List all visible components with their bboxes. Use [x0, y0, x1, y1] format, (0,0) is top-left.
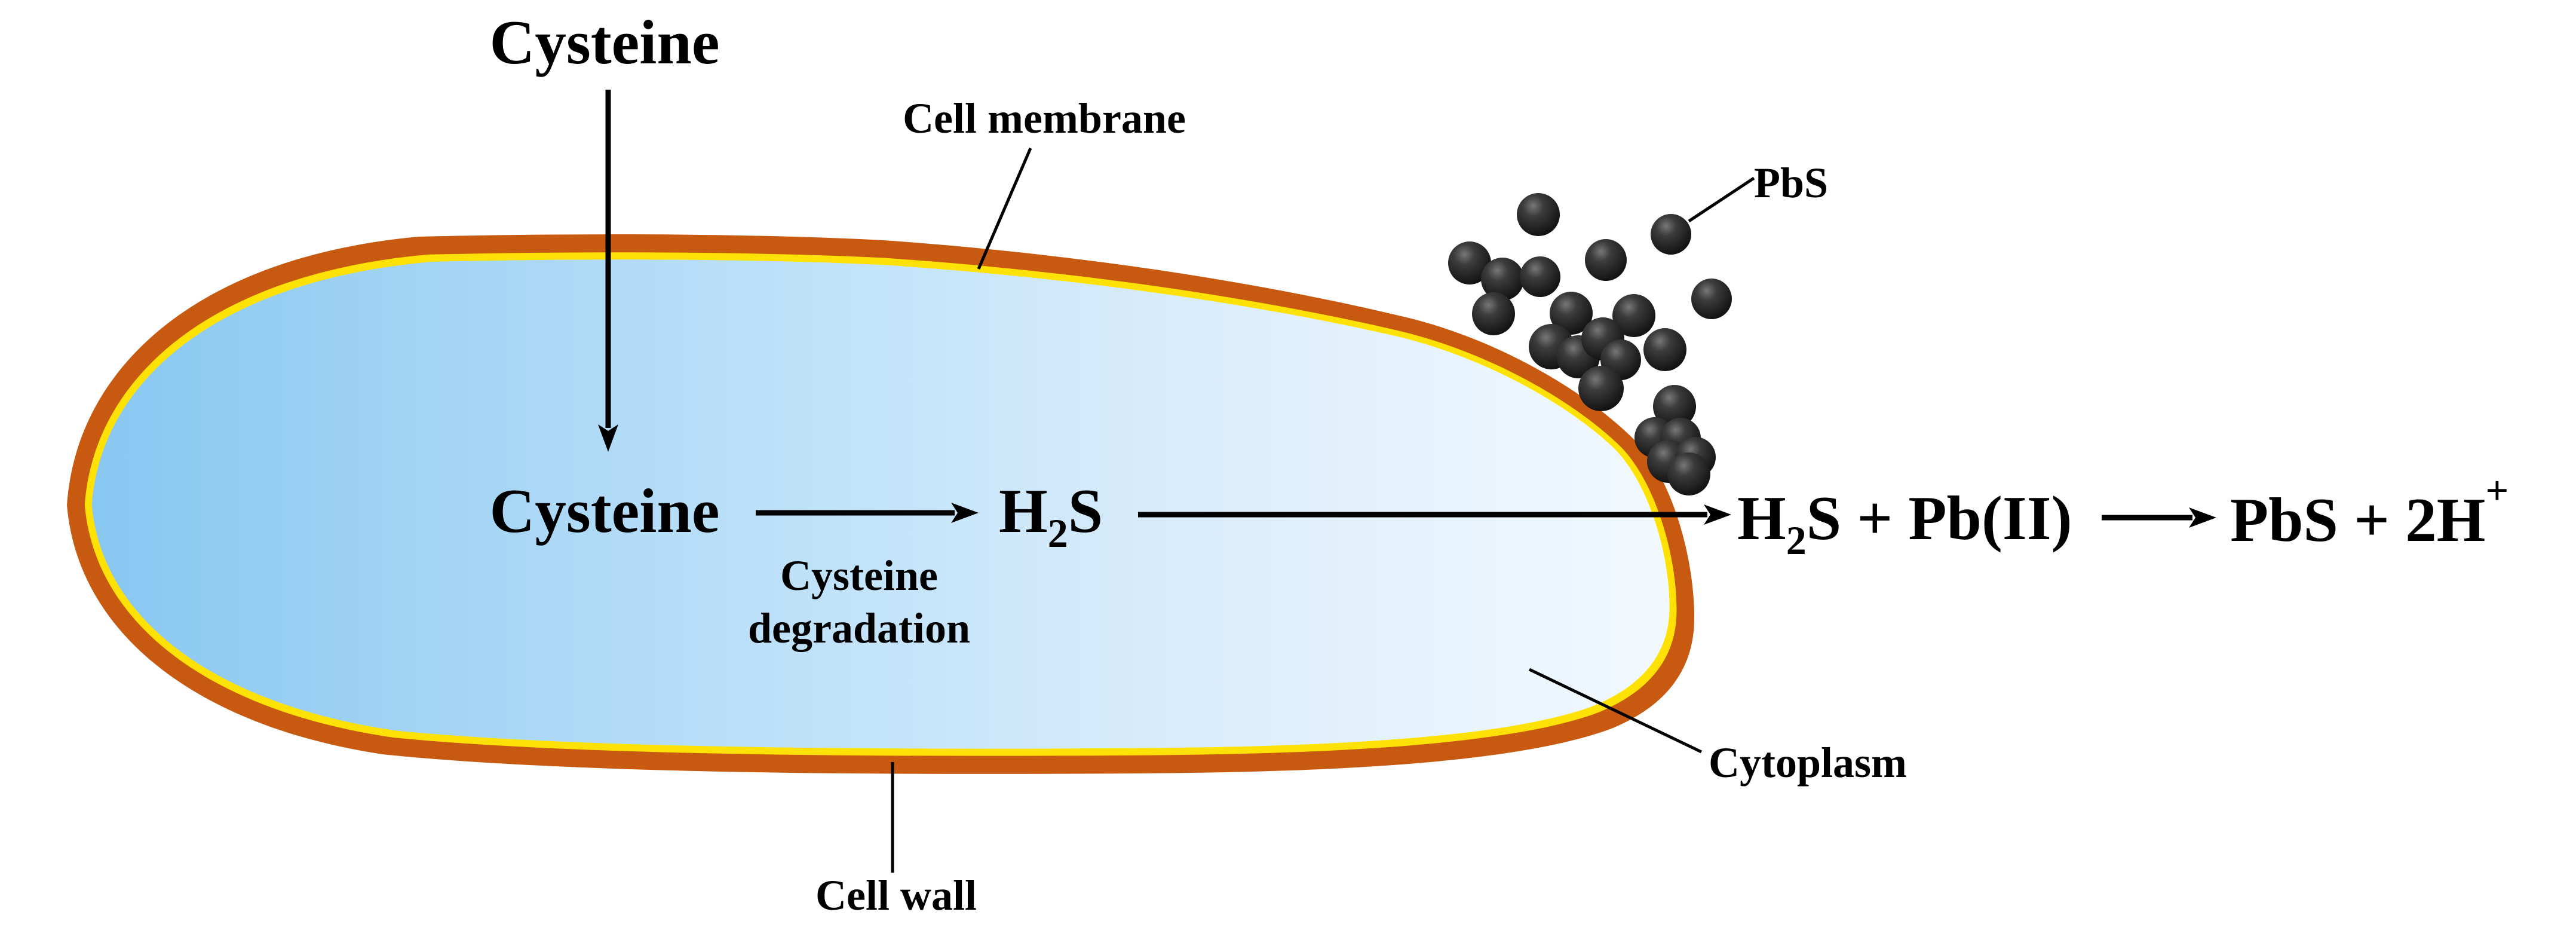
pbs-label: PbS [1754, 159, 1828, 207]
pbs-particle [1448, 241, 1491, 285]
equation-rest: S + Pb(II) [1807, 483, 2072, 553]
pbs-particle [1653, 385, 1696, 428]
pbs-particle [1667, 452, 1710, 495]
h2s-subscript: 2 [1048, 510, 1068, 556]
cytoplasm-pointer-line [1528, 668, 1703, 754]
h2s-s: S [1068, 476, 1103, 546]
product-base: PbS + 2H [2230, 485, 2485, 555]
pbs-particle [1472, 292, 1515, 335]
equation-subscript: 2 [1786, 518, 1807, 563]
h2s-label: H2S [999, 476, 1103, 556]
pbs-pointer-line [1688, 176, 1755, 223]
cysteine-top-label: Cysteine [490, 7, 720, 77]
pbs-particle [1481, 258, 1524, 301]
cysteine-inner-label: Cysteine [490, 476, 720, 546]
pbs-particle [1550, 292, 1593, 335]
pbs-particle [1691, 279, 1732, 319]
pbs-particle [1651, 214, 1691, 255]
cysteine-degradation-label-line2: degradation [748, 604, 970, 652]
equation-h: H [1737, 483, 1786, 553]
h2s-plus-lead-equation: H2S + Pb(II) [1737, 483, 2072, 563]
cytoplasm-label: Cytoplasm [1709, 739, 1907, 787]
cysteine-degradation-label-line1: Cysteine [780, 552, 938, 599]
pbs-particle [1585, 239, 1627, 281]
pbs-particle [1643, 328, 1686, 371]
cell-membrane-pointer-line [977, 148, 1032, 270]
pbs-particle [1517, 193, 1560, 236]
cell-membrane-label: Cell membrane [903, 94, 1186, 142]
pbs-particle-cluster [1448, 193, 1732, 495]
pbs-particle [1612, 294, 1655, 337]
pbs-particle [1520, 256, 1560, 297]
cell-wall-label: Cell wall [815, 871, 977, 919]
pbs-particle [1578, 366, 1624, 411]
h2s-h: H [999, 476, 1048, 546]
product-superscript: + [2485, 467, 2508, 513]
pbs-product-equation: PbS + 2H+ [2230, 467, 2508, 555]
